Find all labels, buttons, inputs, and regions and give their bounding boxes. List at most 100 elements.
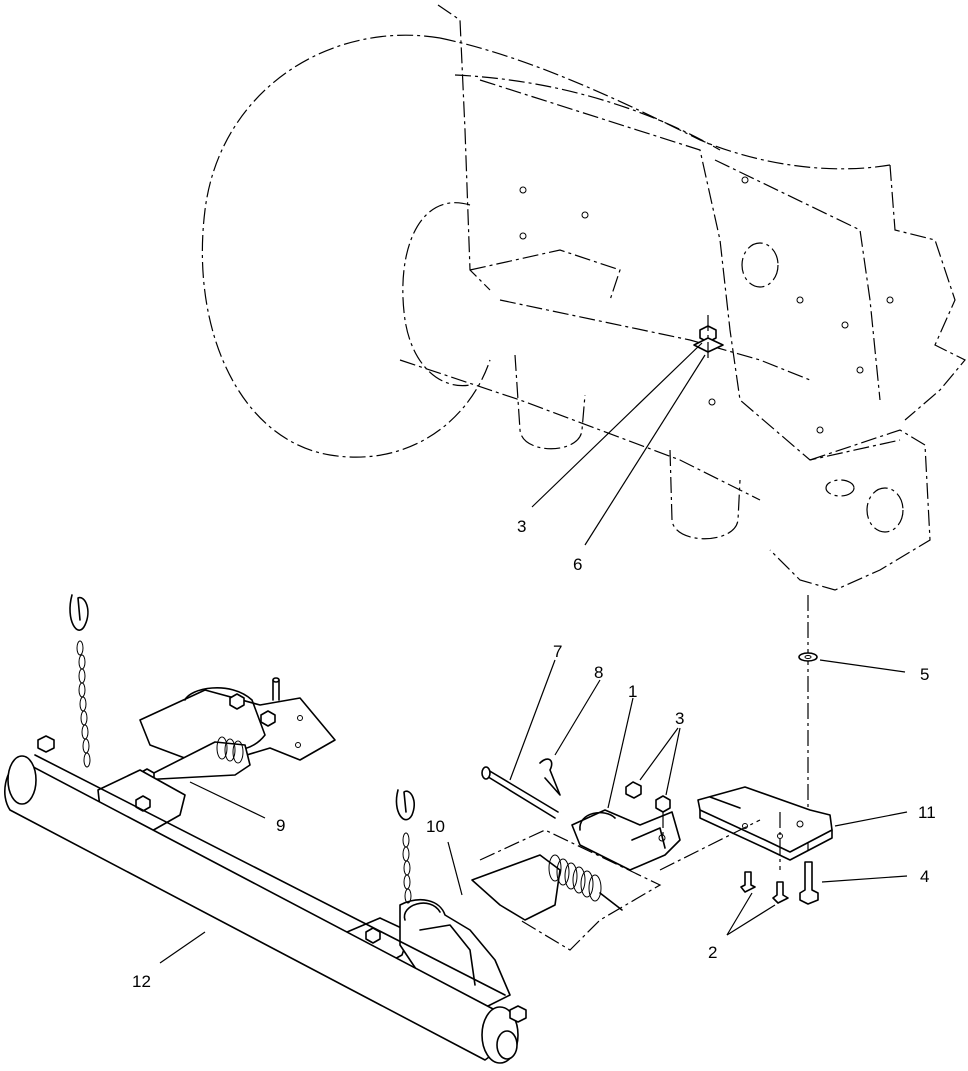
callout-5: 5: [920, 665, 929, 684]
callout-10: 10: [426, 817, 445, 836]
roller-end-left: [7, 755, 37, 805]
latch-assembly: [481, 758, 761, 871]
frame-hole: [856, 366, 864, 374]
leader-10: [447, 841, 463, 896]
callout-3-lower: 3: [675, 709, 684, 728]
rear-tire-outline: [201, 34, 491, 458]
u-bolt-left: [514, 354, 586, 450]
axle-nut: [509, 1005, 527, 1023]
hitch-nut: [260, 710, 276, 727]
hitch-plate: [769, 429, 931, 591]
lock-pin-7: [484, 774, 556, 819]
washer-hole: [804, 655, 812, 659]
callout-1: 1: [628, 682, 637, 701]
hitch-nut: [229, 693, 245, 710]
spring-bracket: [471, 854, 561, 921]
callout-11: 11: [918, 803, 936, 822]
u-bolt-right: [669, 449, 741, 540]
tire-inner-rim: [402, 202, 471, 387]
spring-bracket-phantom: [479, 829, 662, 951]
callout-labels: 3 6 5 7 8 1 3 11 4 2 9 10 12: [132, 517, 936, 991]
bracket-slot: [709, 796, 741, 809]
leader-12: [159, 931, 206, 964]
callout-3-upper: 3: [517, 517, 526, 536]
latch-hole: [658, 834, 666, 842]
leader-5: [819, 659, 906, 673]
frame-hole: [519, 232, 527, 240]
callout-4: 4: [920, 867, 929, 886]
spring-assembly-10: [471, 829, 662, 951]
chain-right-hook: [395, 789, 415, 821]
latch-loop: [579, 811, 616, 831]
extension-spring: [548, 854, 602, 902]
leader-2b: [726, 904, 776, 936]
tractor-frame-phantom: [201, 4, 966, 591]
latch-wedge: [139, 741, 251, 781]
frame-cross: [469, 249, 621, 301]
lock-nut-3b: [655, 795, 671, 813]
frame-hole: [741, 176, 749, 184]
body-right-edge: [889, 164, 966, 421]
lock-nut-3a: [625, 781, 642, 799]
frame-hole: [841, 321, 849, 329]
frame-boss: [741, 242, 779, 288]
chain-left: [76, 640, 91, 768]
chain-right: [402, 832, 412, 904]
callout-7: 7: [553, 642, 562, 661]
roller-axle-cap: [496, 1030, 518, 1060]
hitch-plate-hole: [295, 742, 301, 748]
latch-body-1: [571, 809, 681, 871]
washer-ring: [798, 652, 818, 662]
leader-3-lower-a: [639, 727, 679, 781]
frame-hole: [581, 211, 589, 219]
chain-left-hook: [69, 594, 89, 631]
hitch-eye: [825, 479, 855, 497]
hitch-stud: [272, 679, 280, 701]
frame-hole: [708, 398, 716, 406]
latch-to-bracket-axis: [659, 819, 761, 871]
leader-3-upper: [531, 342, 703, 508]
lower-latch-loop: [403, 902, 441, 921]
lower-latch-inner: [419, 924, 476, 986]
frame-hole: [816, 426, 824, 434]
hitch-plate-hole: [297, 715, 303, 721]
torsion-spring: [216, 736, 244, 764]
washer-5: [798, 595, 818, 850]
latch-tab: [631, 827, 666, 849]
frame-lower: [499, 299, 811, 381]
callout-2: 2: [708, 943, 717, 962]
hairpin-cotter-8: [539, 758, 561, 796]
hitch-bracket-11: [697, 786, 833, 870]
leader-lines: [159, 342, 908, 964]
bracket-hole: [796, 820, 804, 828]
carriage-bolt-2b: [772, 881, 789, 904]
body-upper: [454, 74, 721, 151]
leader-8: [554, 679, 601, 756]
roller-top-edge: [34, 754, 506, 996]
leader-4: [821, 875, 908, 883]
pin-head: [481, 766, 491, 780]
leader-7: [509, 659, 556, 781]
carriage-bolt-2a: [740, 871, 756, 893]
hitch-pin-hole: [866, 487, 904, 533]
roller-tube-12: [4, 735, 527, 1064]
bracket-fold: [699, 809, 833, 861]
fender-outline: [439, 37, 891, 170]
upper-nut-and-washer: [693, 315, 724, 360]
bracket-hole: [742, 823, 748, 829]
lock-pin-7-edge: [487, 769, 559, 813]
pad-nut: [135, 795, 151, 812]
frame-bottom: [399, 359, 761, 501]
callout-8: 8: [594, 663, 603, 682]
spring-hook: [599, 892, 623, 911]
frame-plate: [479, 79, 901, 461]
axle-nut: [37, 735, 55, 753]
callout-12: 12: [132, 972, 151, 991]
frame-hole: [796, 296, 804, 304]
frame-hole: [886, 296, 894, 304]
flange-bolt-4: [799, 861, 819, 905]
bracket-plate: [697, 786, 833, 853]
leader-1: [607, 697, 634, 809]
